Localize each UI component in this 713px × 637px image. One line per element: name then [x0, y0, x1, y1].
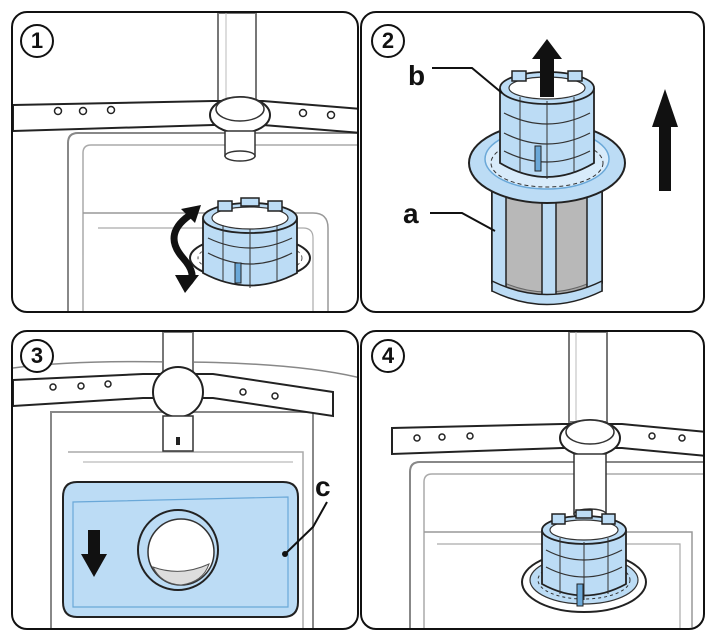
- step-3-panel: [11, 330, 359, 630]
- step-4-panel: [360, 330, 705, 630]
- step-2-number: 2: [371, 24, 405, 58]
- step-4-number: 4: [371, 339, 405, 373]
- label-b: b: [408, 60, 426, 91]
- label-c: c: [315, 471, 331, 502]
- step-2-panel: [360, 11, 705, 313]
- label-a: a: [403, 198, 419, 229]
- step-3-illustration: [13, 332, 357, 628]
- step-1-panel: [11, 11, 359, 313]
- step-1-number: 1: [20, 24, 54, 58]
- step-1-illustration: [13, 13, 357, 311]
- step-4-illustration: [391, 332, 703, 628]
- step-2-illustration: [430, 39, 678, 306]
- step-3-number: 3: [20, 339, 54, 373]
